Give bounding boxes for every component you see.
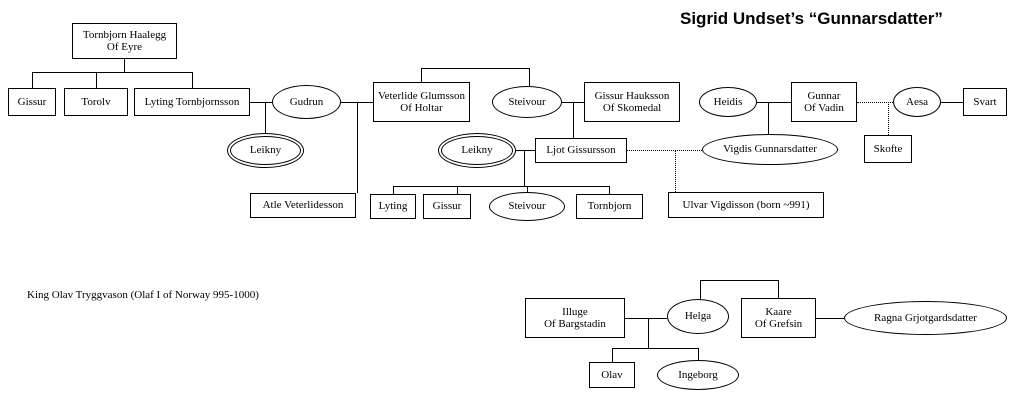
node-vigdis-gunnarsdatter[interactable]: Vigdis Gunnarsdatter xyxy=(702,134,838,165)
connector-dotted-ljot-vigdis xyxy=(627,150,702,151)
node-atle-veterlidesson[interactable]: Atle Veterlidesson xyxy=(250,193,356,218)
connector-drop-torolv xyxy=(96,72,97,88)
node-aesa[interactable]: Aesa xyxy=(893,87,941,117)
node-ragna-grjotgardsdatter[interactable]: Ragna Grjotgardsdatter xyxy=(844,301,1007,335)
node-lyting-child[interactable]: Lyting xyxy=(370,194,416,219)
node-steivour-child[interactable]: Steivour xyxy=(489,192,565,221)
connector-drop-veterlide xyxy=(421,68,422,88)
node-olav[interactable]: Olav xyxy=(589,362,635,388)
node-gissur-child[interactable]: Gissur xyxy=(423,194,471,219)
node-gissur-hauksson[interactable]: Gissur Hauksson Of Skomedal xyxy=(584,82,680,122)
connector-drop-atle xyxy=(357,102,358,193)
connector-sibling-bar-helga-kaare xyxy=(700,280,778,281)
connector-drop-steivour-1 xyxy=(529,68,530,88)
connector-sibling-bar-veterlide xyxy=(421,68,529,69)
connector-sibling-bar-tornbjorn xyxy=(32,72,192,73)
node-torolv[interactable]: Torolv xyxy=(64,88,128,116)
connector-drop-ingeborg xyxy=(698,348,699,362)
node-ulvar-vigdisson[interactable]: Ulvar Vigdisson (born ~991) xyxy=(668,192,824,218)
connector-drop-leikny-1 xyxy=(265,102,266,136)
node-helga[interactable]: Helga xyxy=(667,299,729,334)
node-steivour-1[interactable]: Steivour xyxy=(492,86,562,118)
connector-dotted-vigdis-ulvar xyxy=(675,150,676,192)
connector-illuge-helga xyxy=(625,318,667,319)
connector-sibling-bar-illuge-children xyxy=(612,348,698,349)
node-gudrun[interactable]: Gudrun xyxy=(272,85,341,119)
connector-drop-vigdis xyxy=(768,102,769,138)
connector-dotted-gunnar-aesa xyxy=(857,102,893,103)
node-gunnar-of-vadin[interactable]: Gunnar Of Vadin xyxy=(791,82,857,122)
node-heidis[interactable]: Heidis xyxy=(699,87,757,117)
connector-drop-gissur xyxy=(32,72,33,88)
node-leikny-1[interactable]: Leikny xyxy=(230,136,301,165)
node-gissur-1[interactable]: Gissur xyxy=(8,88,56,116)
connector-drop-kaare xyxy=(778,280,779,298)
connector-sibling-bar-ljot-children xyxy=(393,186,609,187)
node-illuge-of-bargstadin[interactable]: Illuge Of Bargstadin xyxy=(525,298,625,338)
node-tornbjorn-child[interactable]: Tornbjorn xyxy=(576,194,643,219)
node-ljot-gissursson[interactable]: Ljot Gissursson xyxy=(535,138,627,163)
connector-drop-tornbjorn-child xyxy=(609,186,610,194)
node-svart[interactable]: Svart xyxy=(963,88,1007,116)
connector-drop-lyting-child xyxy=(393,186,394,194)
connector-lyting-gudrun xyxy=(250,102,272,103)
connector-drop-olav xyxy=(612,348,613,362)
chart-title: Sigrid Undset’s “Gunnarsdatter” xyxy=(680,9,943,28)
node-ingeborg[interactable]: Ingeborg xyxy=(657,360,739,390)
connector-dotted-skofte xyxy=(888,102,889,135)
connector-drop-gissur-child xyxy=(457,186,458,194)
connector-drop-lyting xyxy=(192,72,193,88)
connector-kaare-ragna xyxy=(816,318,844,319)
node-leikny-2[interactable]: Leikny xyxy=(441,136,513,165)
connector-drop-helga xyxy=(700,280,701,299)
connector-stem-tornbjorn xyxy=(124,59,125,72)
node-tornbjorn-haalegg[interactable]: Tornbjorn Haalegg Of Eyre xyxy=(72,23,177,59)
connector-drop-to-children-ljot xyxy=(524,150,525,186)
node-veterlide-glumsson[interactable]: Veterlide Glumsson Of Holtar xyxy=(373,82,470,122)
node-lyting-tornbjornsson[interactable]: Lyting Tornbjornsson xyxy=(134,88,250,116)
node-skofte[interactable]: Skofte xyxy=(864,135,912,163)
connector-aesa-svart xyxy=(941,102,963,103)
connector-drop-steivour-child xyxy=(527,186,528,194)
connector-heidis-gunnar xyxy=(757,102,791,103)
connector-drop-ljot xyxy=(573,102,574,138)
connector-drop-to-children-illuge xyxy=(648,318,649,348)
king-olav-note: King Olav Tryggvason (Olaf I of Norway 9… xyxy=(27,289,259,301)
node-kaare-of-grefsin[interactable]: Kaare Of Grefsin xyxy=(741,298,816,338)
